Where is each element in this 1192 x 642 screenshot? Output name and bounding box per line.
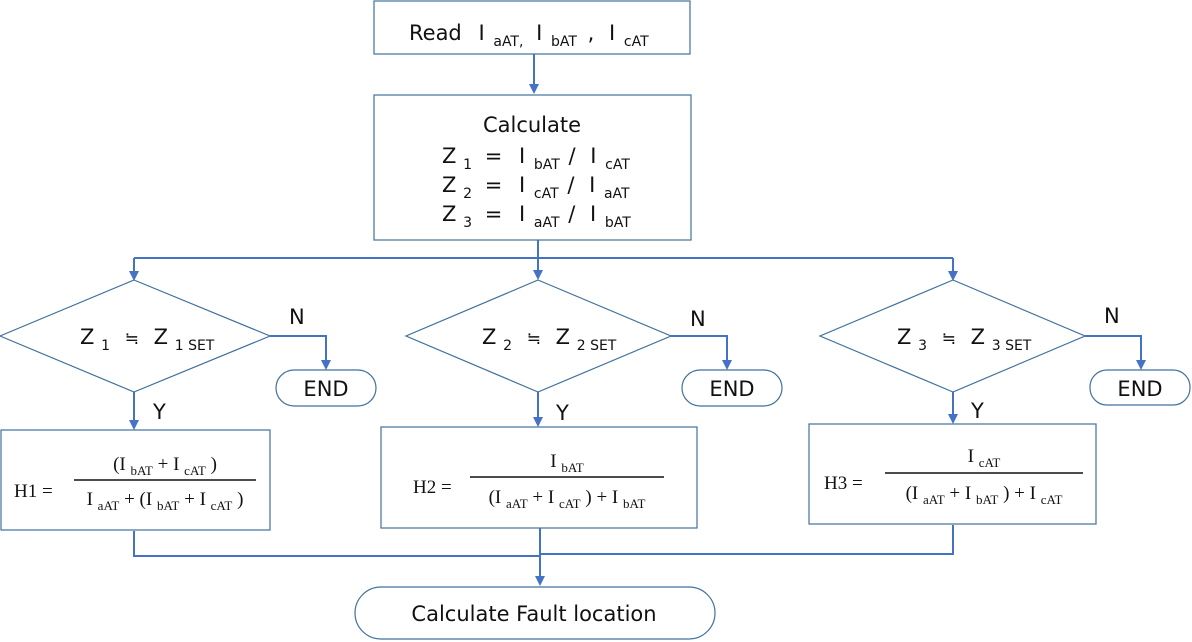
edge-merge-right [540,525,954,555]
h2-denominator: (I aAT + I cAT ) + I bAT [489,487,646,513]
formula-box-h3: H3 = I cAT (I aAT + I bAT ) + I cAT [808,423,1097,525]
formula-box-h1: H1 = (I bAT + I cAT ) I aAT + (I bAT + I… [0,429,271,531]
end-node-2: END [681,369,783,407]
decision-z1-yes-label: Y [152,400,166,424]
decision-z1-no-label: N [289,305,305,329]
h3-numerator: I cAT [968,446,1001,470]
decision-z3-label: Z 3 ≒ Z 3 SET [897,325,1032,355]
decision-z2-yes-label: Y [555,401,569,425]
h1-label: H1 = [14,481,53,502]
formula-box-h2: H2 = I bAT (I aAT + I cAT ) + I bAT [380,426,698,529]
h2-numerator: I bAT [550,451,584,475]
read-label: Read I aAT, I bAT , I cAT [409,21,649,51]
decision-z2-no-label: N [690,307,706,331]
final-box: Calculate Fault location [354,586,716,640]
edge-no-2 [671,335,732,370]
edge-no-3 [1085,335,1146,370]
decision-z1: Z 1 ≒ Z 1 SET N Y [0,279,305,424]
h3-denominator: (I aAT + I bAT ) + I cAT [906,483,1063,509]
decision-z2-label: Z 2 ≒ Z 2 SET [482,325,617,355]
end-node-3-label: END [1117,377,1162,401]
calc-line-z3: Z 3 = I aAT / I bAT [442,202,631,232]
connectors [129,54,1146,586]
end-node-3: END [1089,369,1191,406]
end-node-1: END [275,369,377,407]
decision-z3: Z 3 ≒ Z 3 SET N Y [818,279,1120,423]
decision-z3-yes-label: Y [970,399,984,423]
h1-numerator: (I bAT + I cAT ) [113,454,217,480]
calculate-box: Calculate Z 1 = I bAT / I cAT Z 2 = I cA… [373,94,692,241]
end-node-2-label: END [709,377,754,401]
calculate-title: Calculate [483,113,581,137]
decision-z3-no-label: N [1104,304,1120,328]
calc-line-z2: Z 2 = I cAT / I aAT [442,173,630,203]
final-box-label: Calculate Fault location [411,602,656,626]
edge-merge-left [133,531,540,557]
h1-denominator: I aAT + (I bAT + I cAT ) [87,489,244,515]
decision-z1-label: Z 1 ≒ Z 1 SET [80,325,215,355]
decision-z2: Z 2 ≒ Z 2 SET N Y [404,279,706,425]
h2-label: H2 = [413,477,452,498]
h3-label: H3 = [824,473,863,494]
calc-line-z1: Z 1 = I bAT / I cAT [442,144,630,174]
end-node-1-label: END [303,377,348,401]
edge-no-1 [270,335,331,370]
read-box: Read I aAT, I bAT , I cAT [373,0,691,55]
